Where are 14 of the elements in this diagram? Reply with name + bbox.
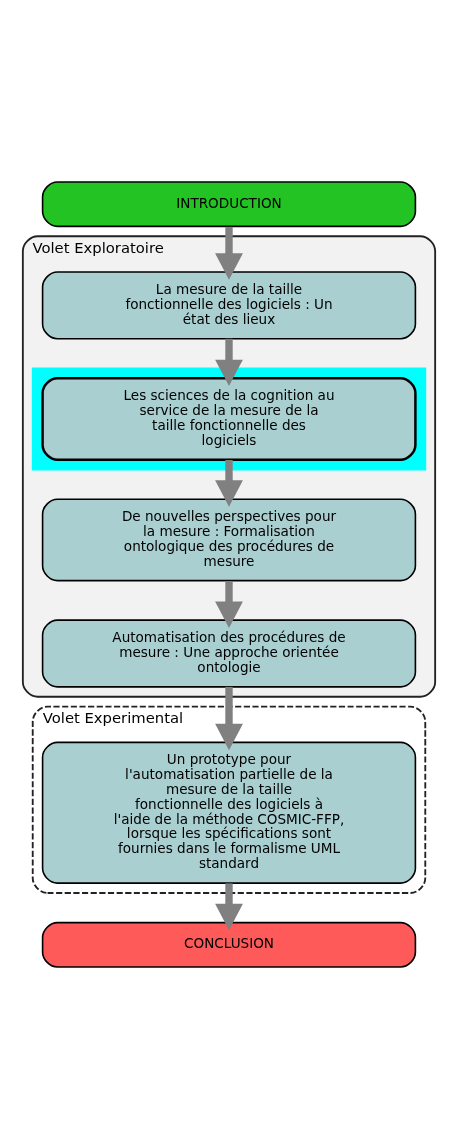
arrow xyxy=(215,686,243,750)
node-box: INTRODUCTION xyxy=(41,180,417,227)
arrow xyxy=(215,226,243,280)
node-box: Un prototype pour l'automatisation partielle de la mesure de la taille fonctionnelle des logiciels à l'aide de la méthode COSMIC-FFP, lorsque les spécifications sont fournies dans le formalisme UML standard xyxy=(41,741,417,884)
arrow xyxy=(215,459,243,507)
node-box: CONCLUSION xyxy=(41,921,417,968)
node-box: Les sciences de la cognition au service de la mesure de la taille fonctionnelle des logiciels xyxy=(41,376,417,461)
arrow xyxy=(215,882,243,930)
cluster xyxy=(31,366,427,470)
arrow xyxy=(215,338,243,386)
node-box: De nouvelles perspectives pour la mesure : Formalisation ontologique des procédures de mesure xyxy=(41,497,417,581)
node-box: La mesure de la taille fonctionnelle des logiciels : Un état des lieux xyxy=(41,270,417,340)
arrow xyxy=(215,580,243,628)
node-box: Automatisation des procédures de mesure : Une approche orientée ontologie xyxy=(41,618,417,688)
